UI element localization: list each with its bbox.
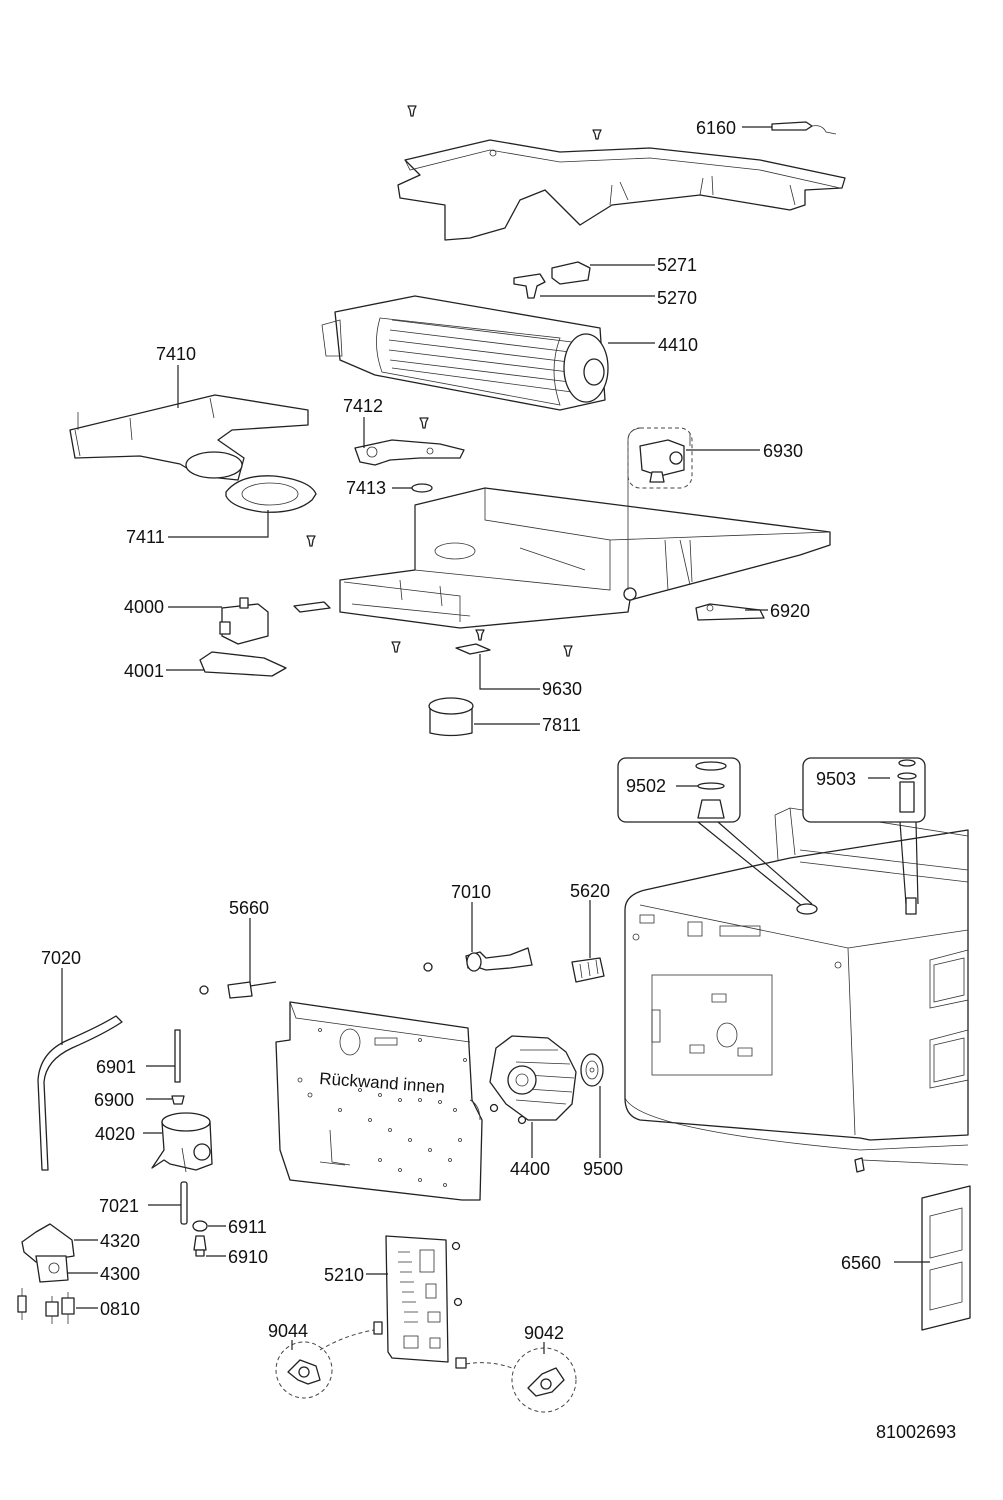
sensor-6160 [771,121,837,135]
label-6911: 6911 [228,1217,267,1237]
screw-base-2 [563,645,573,657]
screw-7411 [306,535,316,547]
label-4410: 4410 [658,335,698,355]
fan-motor-4400 [489,1035,577,1121]
top-cover-plate [397,139,846,241]
clip-9630 [455,643,491,655]
bracket-4001 [199,651,287,677]
switch-5620 [571,957,605,983]
panel-6560 [921,1185,971,1331]
label-6930: 6930 [763,441,803,461]
callout-9503 [802,757,926,915]
nut-5660 [199,985,209,995]
sensor-9044 [275,1321,383,1399]
label-7811: 7811 [542,715,581,735]
rod-6901 [174,1029,181,1083]
label-9500: 9500 [583,1159,623,1179]
label-7412: 7412 [343,396,383,416]
label-4300: 4300 [100,1264,140,1284]
label-4400: 4400 [510,1159,550,1179]
label-7413: 7413 [346,478,386,498]
tangential-fan-4410 [321,295,609,411]
label-7411: 7411 [126,527,165,547]
clip-5270 [513,273,546,299]
label-9503: 9503 [816,769,856,789]
rear-wall-holes [297,1028,467,1187]
label-9042: 9042 [524,1323,564,1343]
label-9044: 9044 [268,1321,308,1341]
seal-ring-7411 [225,475,317,513]
part-7010 [465,947,533,972]
label-6900: 6900 [94,1090,134,1110]
pressure-switch-6930 [627,427,693,590]
screw-7412 [419,417,429,429]
control-board-5210 [385,1235,449,1363]
plate-4000-side [293,601,331,613]
label-7020: 7020 [41,948,81,968]
motor-4000 [219,597,269,645]
screw-top-right [592,129,602,140]
nut-pcb [451,1241,463,1307]
label-5270: 5270 [657,288,697,308]
callout-9502 [617,757,818,915]
label-6920: 6920 [770,601,810,621]
cap-6900 [171,1095,185,1105]
air-duct-7410 [69,394,309,481]
ring-6911 [192,1220,208,1232]
sensor-9042 [455,1347,577,1413]
nut-rear-wall [489,1103,527,1125]
label-6901: 6901 [96,1057,136,1077]
fan-wheel-9500 [580,1053,604,1087]
clip-5271 [551,261,591,285]
drain-pump-4320 [21,1223,75,1283]
label-6560: 6560 [841,1253,881,1273]
label-9630: 9630 [542,679,582,699]
label-7021: 7021 [99,1196,139,1216]
valve-6910 [193,1235,207,1257]
thermostat-6920 [695,603,765,621]
label-0810: 0810 [100,1299,140,1319]
hose-7021 [180,1181,188,1225]
drawing-number: 81002693 [876,1422,956,1442]
nut-7010 [423,962,433,972]
label-5210: 5210 [324,1265,364,1285]
label-7410: 7410 [156,344,196,364]
screw-base-1 [391,641,401,653]
screw-top-left [407,105,417,117]
hose-7020 [37,1015,123,1171]
label-4020: 4020 [95,1124,135,1144]
label-5620: 5620 [570,881,610,901]
appliance-housing [624,807,969,1173]
label-7010: 7010 [451,882,491,902]
switch-5660 [227,981,277,999]
bracket-7412 [354,439,465,466]
label-5271: 5271 [657,255,697,275]
foot-7811 [428,697,474,737]
label-4001: 4001 [124,661,164,681]
label-4000: 4000 [124,597,164,617]
base-tray [339,487,831,629]
label-6160: 6160 [696,118,736,138]
label-5660: 5660 [229,898,269,918]
rear-wall-panel [275,1001,483,1201]
fuses-0810 [17,1288,75,1324]
screw-base-3 [475,629,485,641]
label-4320: 4320 [100,1231,140,1251]
label-6910: 6910 [228,1247,268,1267]
pump-4020 [151,1112,213,1173]
washer-7413 [411,483,433,493]
label-9502: 9502 [626,776,666,796]
